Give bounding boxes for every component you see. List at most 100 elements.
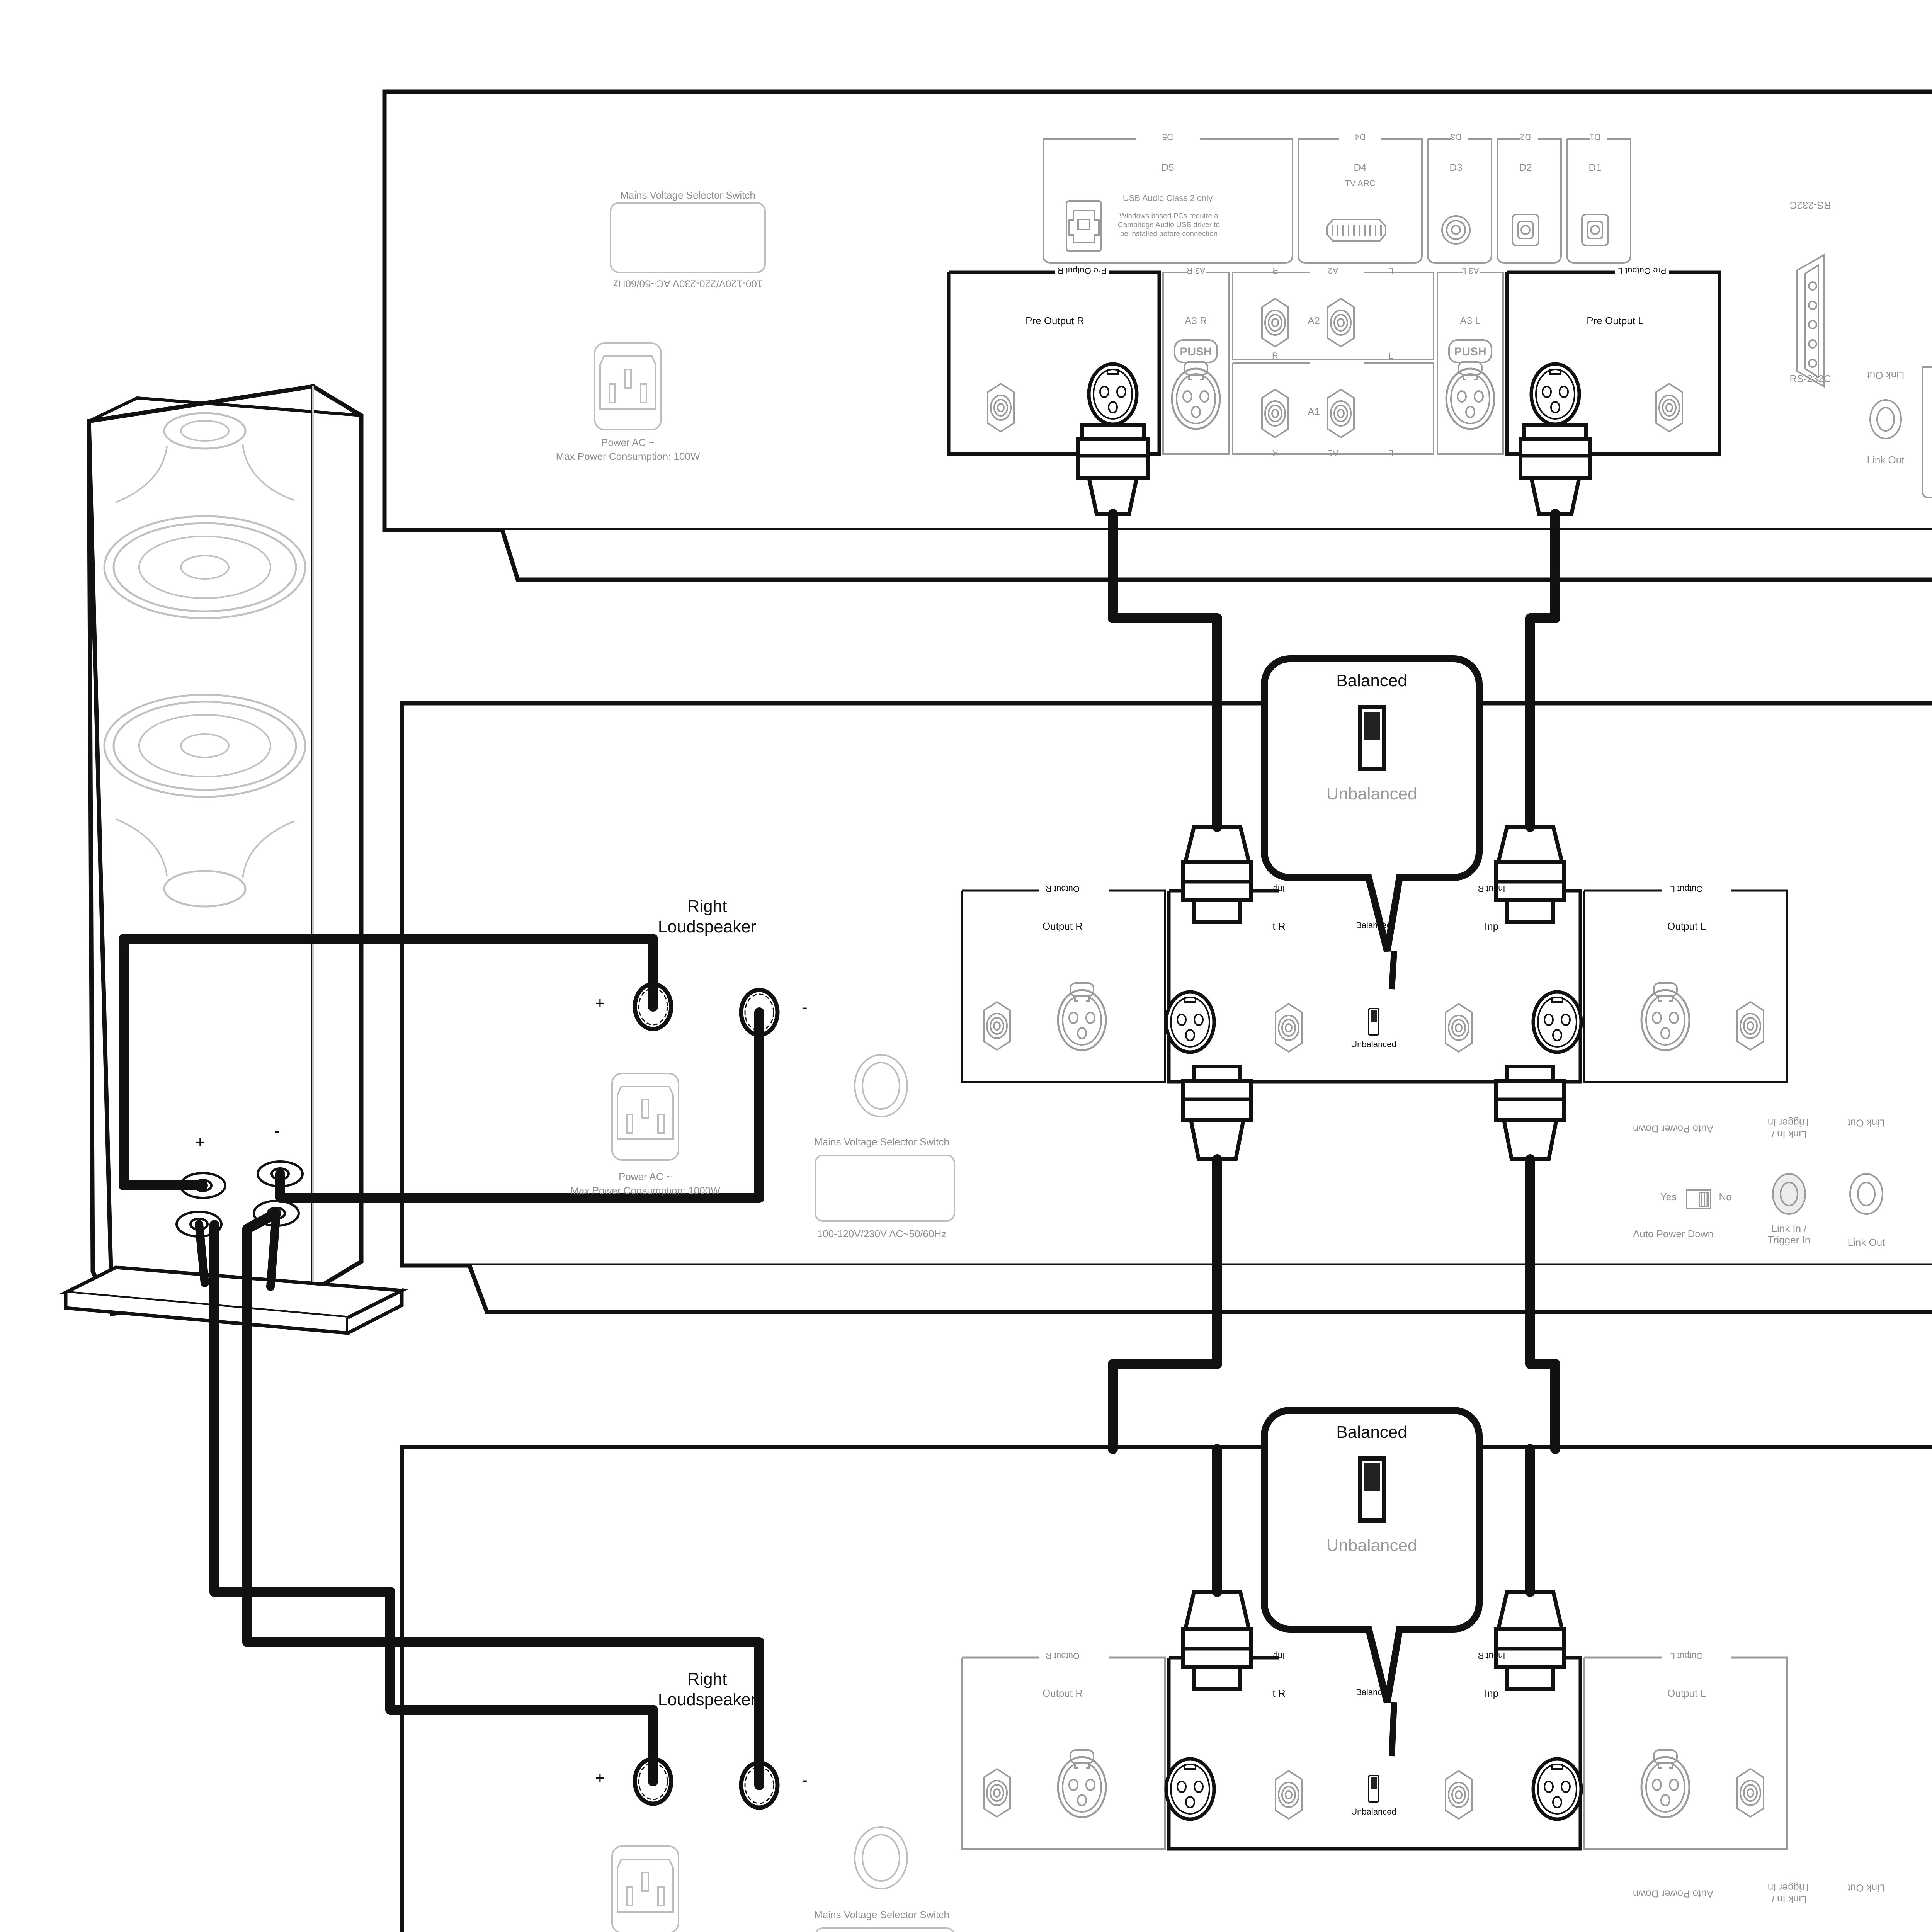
coax-icon-d3 — [1441, 215, 1471, 245]
usb-b-icon-d5 — [1066, 200, 1102, 252]
preamp-a3r-bracket: A3 R — [1186, 265, 1206, 276]
bot-amp-input-bracket-right: Input R — [1478, 1651, 1505, 1661]
xlr-bot-input-r — [1166, 1759, 1214, 1819]
preamp-d2-label: D2 — [1519, 162, 1532, 173]
preamp-pre-output-r-bracket: Pre Output R — [1057, 265, 1107, 276]
bot-amp-link-in-flip-l2: Trigger In — [1767, 1882, 1811, 1894]
bot-amp-input-bracket-left: Inp — [1273, 1651, 1285, 1661]
xlr-top-input-r — [1166, 992, 1214, 1052]
bot-amp-output-l-bracket: Output L — [1670, 1651, 1703, 1661]
top-right-loudspeaker-label: Right Loudspeaker — [658, 896, 756, 937]
poweramp-top-voltage-knob — [854, 1054, 908, 1117]
preamp-pre-output-r-label: Pre Output R — [1026, 315, 1084, 327]
top-amp-link-out-label: Link Out — [1847, 1236, 1885, 1248]
preamp-digital-inputs — [1043, 138, 1631, 264]
preamp-a2-label: A2 — [1308, 315, 1320, 327]
top-amp-balanced-label: Balanced — [1356, 920, 1391, 930]
bot-amp-input-l-text: Inp — [1484, 1687, 1499, 1699]
poweramp-bottom-balanced-switch — [1368, 1775, 1379, 1803]
poweramp-bottom-chassis — [400, 1445, 1932, 1932]
plug-at-preout-r — [1076, 423, 1150, 516]
bot-amp-rplus-sign: + — [595, 1769, 605, 1787]
top-amp-max-power-label: Max Power Consumption: 1000W — [570, 1185, 720, 1196]
xlr-pre-output-l — [1531, 364, 1579, 424]
cable-bot-amp-rplus-to-right-speaker — [209, 1220, 658, 1715]
top-amp-input-l-text: Inp — [1484, 920, 1499, 932]
preamp-a1-bracket: A1 — [1328, 448, 1338, 458]
xlr-cable-preout-l-to-ampL — [1519, 423, 1592, 712]
preamp-a1-label: A1 — [1308, 406, 1320, 417]
preamp-d5-bracket-label: D5 — [1162, 132, 1173, 142]
preamp-link-out-flip-label: Link Out — [1867, 369, 1905, 381]
bot-amp-rminus-sign: - — [802, 1770, 808, 1789]
poweramp-top-auto-power-down-switch — [1686, 1189, 1711, 1209]
poweramp-top-power — [611, 1054, 955, 1222]
poweramp-top-chassis — [400, 701, 1932, 1314]
top-amp-auto-power-down-flip: Auto Power Down — [1633, 1123, 1714, 1135]
preamp-d4-bracket-label: D4 — [1354, 132, 1366, 142]
preamp-a3l-label: A3 L — [1460, 315, 1481, 327]
bot-amp-balanced-label: Balanced — [1356, 1687, 1391, 1697]
bot-amp-input-r-text: t R — [1272, 1687, 1286, 1699]
preamp-a1-bracket-l: L — [1388, 448, 1394, 458]
xlr-plug-bot-amp-input-l — [1494, 1444, 1566, 1691]
plug-at-preout-l — [1519, 423, 1592, 516]
poweramp-top-link-out-jack — [1849, 1173, 1883, 1215]
top-amp-input-r-text: t R — [1272, 920, 1286, 932]
preamp-a2-r: R — [1272, 265, 1278, 276]
top-amp-link-out-flip: Link Out — [1847, 1117, 1885, 1129]
callout-top-unbalanced-label: Unbalanced — [1326, 784, 1417, 803]
preamp-rs232c-label: RS-232C — [1789, 373, 1831, 384]
top-amp-apd-yes[interactable]: Yes — [1660, 1191, 1677, 1202]
preamp-voltage-selector-label: Mains Voltage Selector Switch — [620, 189, 755, 201]
xlr-cable-preout-r-to-ampR — [1076, 423, 1222, 712]
cable-top-amp-rminus-to-right-speaker — [275, 1007, 764, 1203]
bot-amp-link-in-flip-l1: Link In / — [1771, 1893, 1807, 1905]
xlr-plug-top-amp-bottom-l — [1494, 1065, 1566, 1454]
bot-amp-voltage-selector-label: Mains Voltage Selector Switch — [814, 1909, 949, 1920]
preamp-a3r-label: A3 R — [1185, 315, 1207, 327]
bot-amp-output-r-bracket: Output R — [1045, 1651, 1080, 1661]
bot-right-speaker-line2: Loudspeaker — [658, 1690, 757, 1709]
preamp-d2-bracket-label: D2 — [1520, 132, 1531, 142]
top-amp-output-r-label: Output R — [1042, 920, 1083, 932]
preamp-link-out-label: Link Out — [1867, 454, 1905, 466]
xlr-plug-top-amp-bottom-r — [1108, 1065, 1253, 1454]
callout-bottom-unbalanced-label: Unbalanced — [1326, 1536, 1417, 1555]
preamp-a1-bracket-r: R — [1272, 448, 1278, 458]
bot-amp-unbalanced-label: Unbalanced — [1351, 1807, 1396, 1816]
xlr-plug-bot-amp-input-r — [1181, 1444, 1253, 1691]
top-amp-output-r-bracket: Output R — [1045, 884, 1080, 894]
top-amp-link-in-flip-l2: Trigger In — [1767, 1117, 1811, 1129]
preamp-d3-label: D3 — [1449, 162, 1463, 173]
top-amp-apd-no[interactable]: No — [1719, 1191, 1732, 1202]
preamp-a3l-bracket: A3 L — [1461, 265, 1479, 276]
pin-right-minus-bot — [266, 1209, 281, 1291]
xlr-plug-top-amp-input-r — [1181, 702, 1253, 924]
cable-top-amp-rplus-to-right-speaker — [119, 934, 658, 1190]
preamp-analogue-section — [947, 270, 1721, 456]
top-amp-rplus-sign: + — [595, 994, 605, 1013]
callout-top-balanced-label: Balanced — [1336, 671, 1407, 690]
callout-top-bubble — [1261, 655, 1483, 990]
preamp-voltage-rating: 100-120V/220-230V AC~50/60Hz — [613, 278, 763, 290]
top-amp-voltage-selector-label: Mains Voltage Selector Switch — [814, 1136, 949, 1148]
preamp-voltage-selector-switch — [610, 202, 766, 273]
preamp-usb-ethernet-groups — [1922, 366, 1932, 498]
bot-amp-link-in-flip: Link In / Trigger In — [1768, 1882, 1810, 1905]
preamp-d5-sub: USB Audio Class 2 only — [1122, 193, 1213, 203]
preamp-d1-label: D1 — [1588, 162, 1602, 173]
top-amp-output-l-label: Output L — [1667, 920, 1706, 932]
top-amp-input-bracket-right: Input R — [1478, 884, 1505, 894]
preamp-d5-note: Windows based PCs require a Cambridge Au… — [1117, 212, 1220, 238]
top-amp-link-in-label: Link In / Trigger In — [1768, 1223, 1810, 1246]
cable-bot-amp-rminus-to-right-speaker — [242, 1208, 764, 1790]
preamp-d4-sub: TV ARC — [1345, 179, 1376, 188]
preamp-pre-output-l-bracket: Pre Output L — [1618, 265, 1667, 276]
preamp-a1-l: L — [1388, 351, 1394, 361]
preamp-a2-l: L — [1388, 265, 1394, 276]
rs232c-port — [1796, 253, 1825, 388]
preamp-rs232c-flip-label: RS-232C — [1789, 199, 1831, 211]
bot-amp-auto-power-down-flip: Auto Power Down — [1633, 1888, 1714, 1900]
